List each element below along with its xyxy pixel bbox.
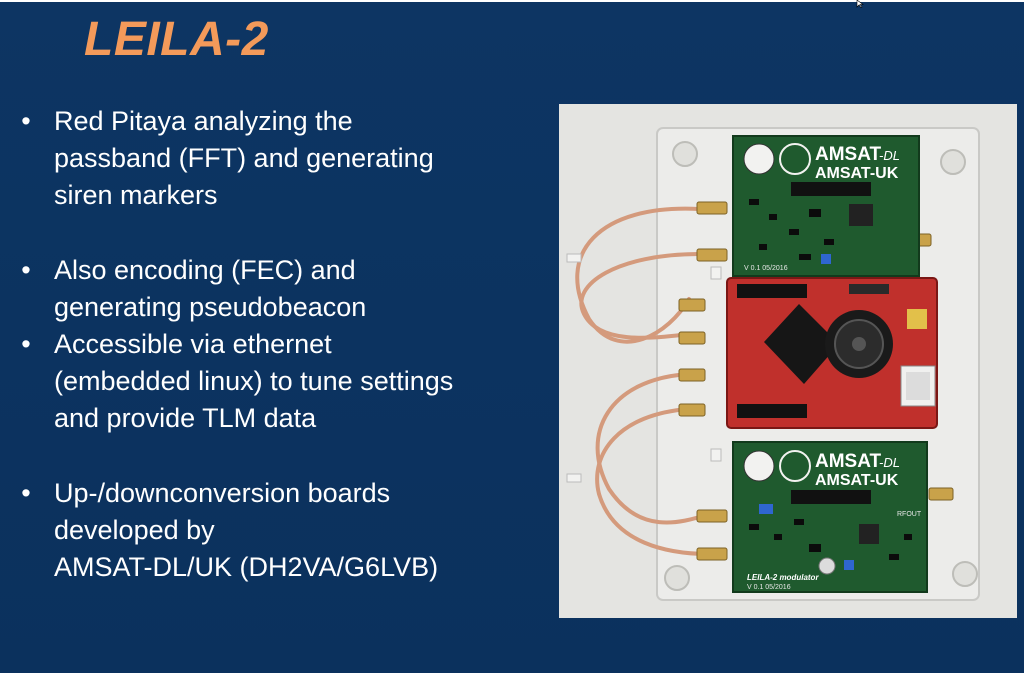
bullet-dot: •	[21, 477, 31, 508]
bullet-line: developed by	[54, 514, 215, 545]
bullet-line: Red Pitaya analyzing the	[54, 106, 353, 136]
bullet-item: • Up-/downconversion boards developed by…	[16, 475, 536, 587]
hardware-illustration: AMSAT -DL AMSAT-UK V 0.1 05/2016	[559, 104, 1017, 618]
bottom-downconverter-board: AMSAT -DL AMSAT-UK RFOUT LEILA-2 modulat…	[732, 441, 928, 593]
sma-connectors	[678, 201, 954, 561]
bullet-list: • Red Pitaya analyzing the passband (FFT…	[16, 103, 536, 586]
coax-cables	[575, 206, 711, 556]
bullet-line: Up-/downconversion boards	[54, 477, 391, 508]
top-logo-line1-suffix: -DL	[879, 148, 900, 163]
top-upconverter-board: AMSAT -DL AMSAT-UK V 0.1 05/2016	[732, 135, 920, 277]
bullet-line: generating pseudobeacon	[54, 291, 367, 322]
bullet-item: • Red Pitaya analyzing the passband (FFT…	[16, 103, 536, 215]
bullet-line: AMSAT-DL/UK (DH2VA/G6LVB)	[54, 552, 439, 583]
bottom-logo-line2: AMSAT-UK	[815, 472, 899, 489]
slide-title: LEILA-2	[84, 13, 269, 66]
bullet-line: passband (FFT) and generating	[54, 143, 434, 174]
mouse-pointer-icon	[856, 0, 864, 8]
bullet-line: siren markers	[54, 180, 218, 211]
bottom-module-label: LEILA-2 modulator	[747, 573, 819, 582]
bullet-dot: •	[21, 254, 31, 285]
hardware-photo: AMSAT -DL AMSAT-UK V 0.1 05/2016	[559, 104, 1017, 618]
top-logo-line1: AMSAT	[815, 144, 882, 165]
bottom-logo-line1-suffix: -DL	[879, 455, 900, 470]
bullet-item: • Also encoding (FEC) and generating pse…	[16, 252, 536, 326]
bottom-version: V 0.1 05/2016	[747, 584, 791, 591]
bullet-line: and provide TLM data	[54, 403, 317, 434]
bullet-line: Accessible via ethernet	[54, 329, 332, 360]
bottom-logo-line1: AMSAT	[815, 451, 882, 472]
top-version: V 0.1 05/2016	[744, 265, 788, 272]
bullet-line: Also encoding (FEC) and	[54, 254, 356, 285]
bullet-line: (embedded linux) to tune settings	[54, 366, 454, 397]
bullet-dot: •	[21, 329, 31, 360]
bullet-dot: •	[21, 106, 31, 136]
top-edge	[0, 0, 1024, 2]
red-pitaya-board	[726, 277, 938, 429]
bullet-item: • Accessible via ethernet (embedded linu…	[16, 326, 536, 438]
top-logo-line2: AMSAT-UK	[815, 165, 899, 182]
bottom-port-label: RFOUT	[897, 511, 922, 518]
